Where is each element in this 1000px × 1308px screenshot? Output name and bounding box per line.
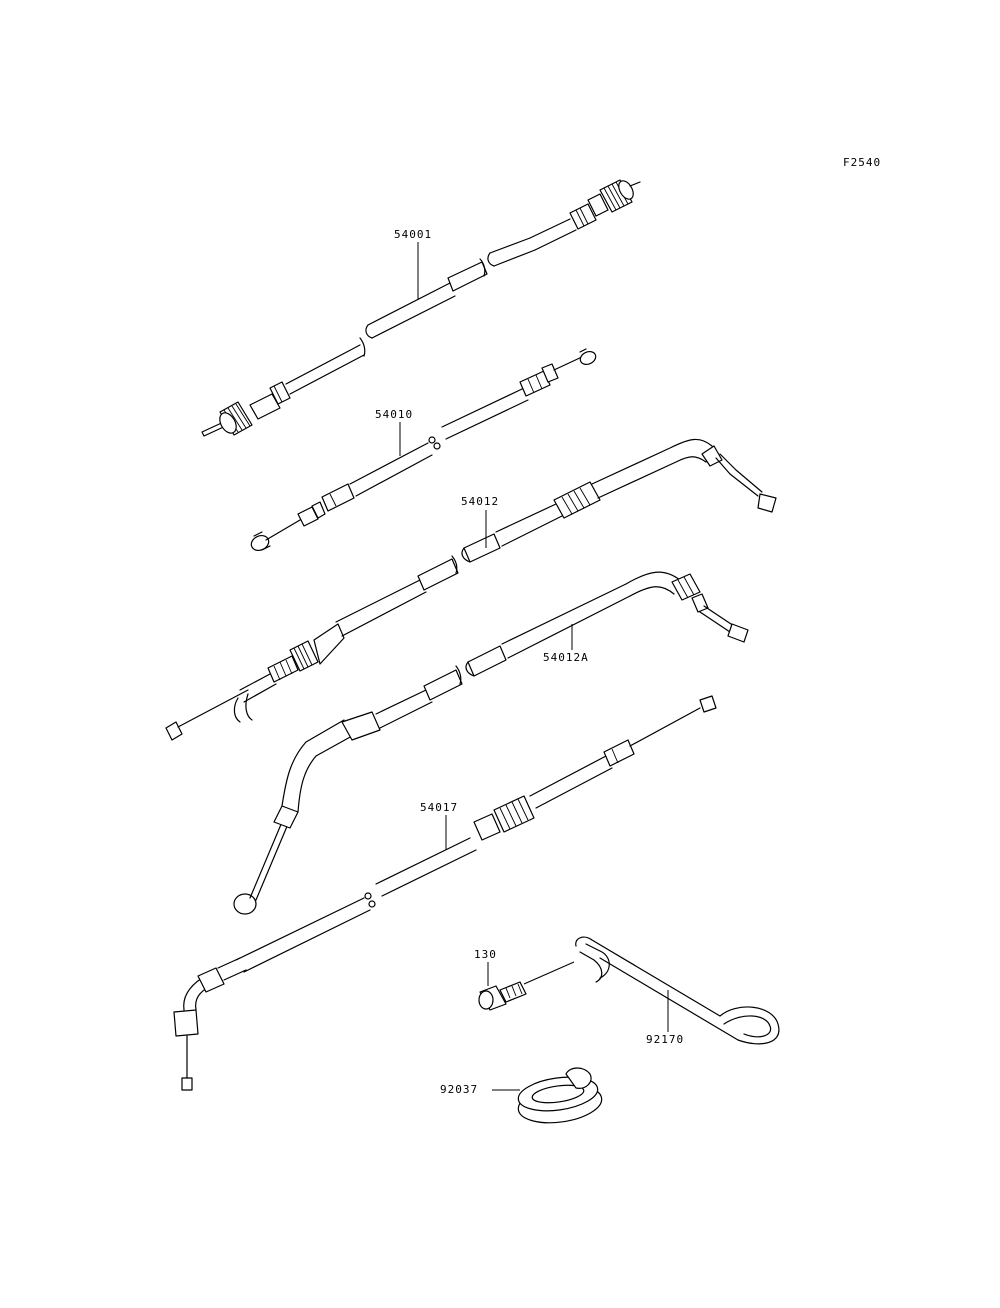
clamp-92170-drawing[interactable] — [575, 936, 780, 1045]
cable-54010-drawing[interactable] — [249, 348, 598, 553]
part-label-54001[interactable]: 54001 — [394, 228, 433, 241]
part-label-54012[interactable]: 54012 — [461, 495, 500, 508]
cable-54012-drawing[interactable] — [165, 438, 777, 741]
cable-54017-drawing[interactable] — [173, 695, 717, 1091]
part-label-130[interactable]: 130 — [474, 948, 497, 961]
figure-code: F2540 — [843, 156, 882, 169]
part-label-92170[interactable]: 92170 — [646, 1033, 685, 1046]
part-label-54017[interactable]: 54017 — [420, 801, 459, 814]
cable-54012a-drawing[interactable] — [233, 571, 749, 915]
part-label-54010[interactable]: 54010 — [375, 408, 414, 421]
part-label-54012a[interactable]: 54012A — [543, 651, 589, 664]
leader-lines — [399, 242, 669, 1091]
grommet-92037-drawing[interactable] — [516, 1067, 604, 1128]
part-label-92037[interactable]: 92037 — [440, 1083, 479, 1096]
bolt-130-drawing[interactable] — [478, 961, 575, 1011]
cable-54001-drawing[interactable] — [201, 178, 641, 437]
